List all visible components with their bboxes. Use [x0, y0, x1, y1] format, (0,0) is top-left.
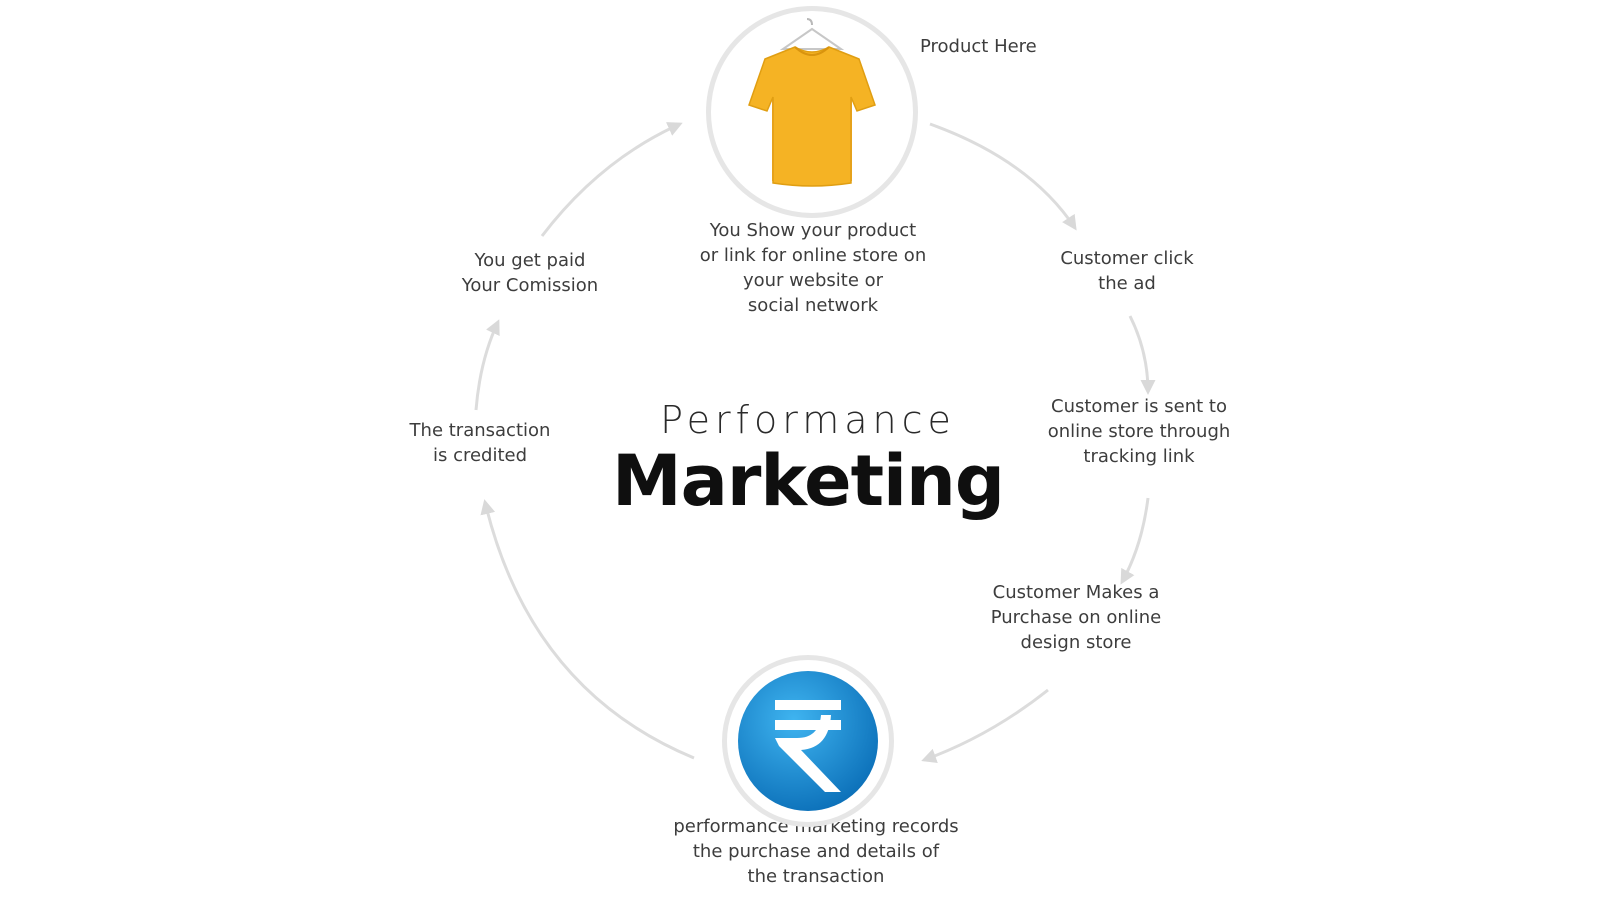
arrow-credited-to-paid	[474, 319, 500, 411]
rupee-icon	[738, 671, 878, 811]
step-records-purchase: performance marketing records the purcha…	[673, 816, 959, 887]
title-performance: Performance	[660, 398, 956, 442]
arrow-product-to-click	[929, 122, 1077, 231]
tshirt-icon	[748, 18, 876, 187]
step-transaction-credited: The transaction is credited	[409, 420, 551, 466]
product-label: Product Here	[920, 36, 1037, 57]
step-customer-click: Customer click the ad	[1060, 248, 1194, 294]
step-sent-to-store: Customer is sent to online store through…	[1047, 396, 1231, 467]
arrow-click-to-sent	[1128, 315, 1156, 395]
step-get-paid: You get paid Your Comission	[461, 250, 599, 296]
product-node	[706, 6, 918, 218]
arrow-paid-to-product	[540, 122, 683, 237]
arrow-sent-to-purchase	[1120, 497, 1150, 585]
payment-node	[722, 655, 894, 827]
arrow-purchase-to-payment	[921, 688, 1049, 763]
arrow-payment-to-credited	[480, 499, 695, 760]
title-marketing: Marketing	[612, 440, 1005, 522]
step-show-product: You Show your product or link for online…	[699, 220, 927, 316]
step-makes-purchase: Customer Makes a Purchase on online desi…	[990, 582, 1162, 653]
